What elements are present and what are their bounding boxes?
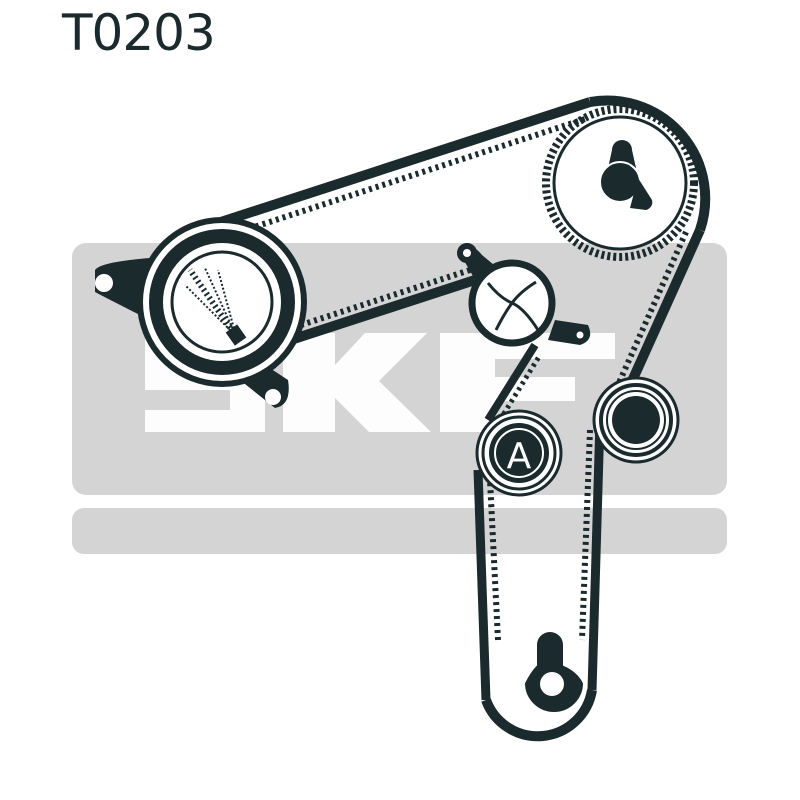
water-pump-pulley xyxy=(457,243,591,347)
idler-pulley xyxy=(592,376,680,464)
pulley-a: A xyxy=(475,409,563,497)
camshaft-sprocket xyxy=(552,115,688,251)
kit-code-title: T0203 xyxy=(62,4,216,62)
tension-indicator-icon xyxy=(184,267,247,346)
tensioner-pulley xyxy=(95,217,307,408)
impeller-icon xyxy=(486,280,540,331)
pulley-a-label: A xyxy=(507,436,532,477)
crankshaft-sprocket xyxy=(522,630,586,714)
cam-key-icon xyxy=(608,140,636,168)
